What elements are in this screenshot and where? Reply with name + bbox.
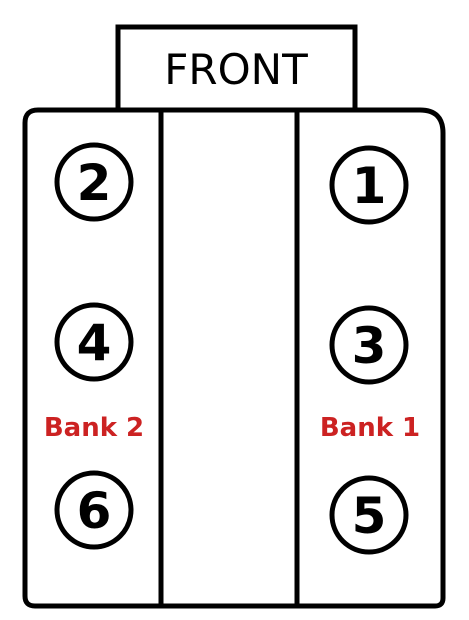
cylinder-6: 6 xyxy=(54,470,134,550)
cylinder-1: 1 xyxy=(329,145,409,225)
cylinder-circle xyxy=(54,142,134,222)
front-indicator: FRONT xyxy=(115,24,358,108)
cylinder-number: 2 xyxy=(77,154,112,212)
cylinder-circle xyxy=(329,145,409,225)
cylinder-4: 4 xyxy=(54,302,134,382)
cylinder-circle xyxy=(329,475,409,555)
cylinder-2: 2 xyxy=(54,142,134,222)
cylinder-circle xyxy=(54,302,134,382)
cylinder-circle xyxy=(54,470,134,550)
cylinder-5: 5 xyxy=(329,475,409,555)
cylinder-number: 5 xyxy=(352,487,387,545)
cylinder-circle xyxy=(329,305,409,385)
cylinder-number: 3 xyxy=(352,317,387,375)
cylinder-number: 4 xyxy=(77,314,112,372)
front-box xyxy=(115,24,358,108)
cylinder-number: 1 xyxy=(352,157,387,215)
engine-block-outline xyxy=(22,107,446,609)
bank-1-label: Bank 1 xyxy=(320,413,420,443)
cylinder-3: 3 xyxy=(329,305,409,385)
bank-2-label: Bank 2 xyxy=(44,413,144,443)
cylinder-number: 6 xyxy=(77,482,112,540)
front-label: FRONT xyxy=(164,45,308,94)
